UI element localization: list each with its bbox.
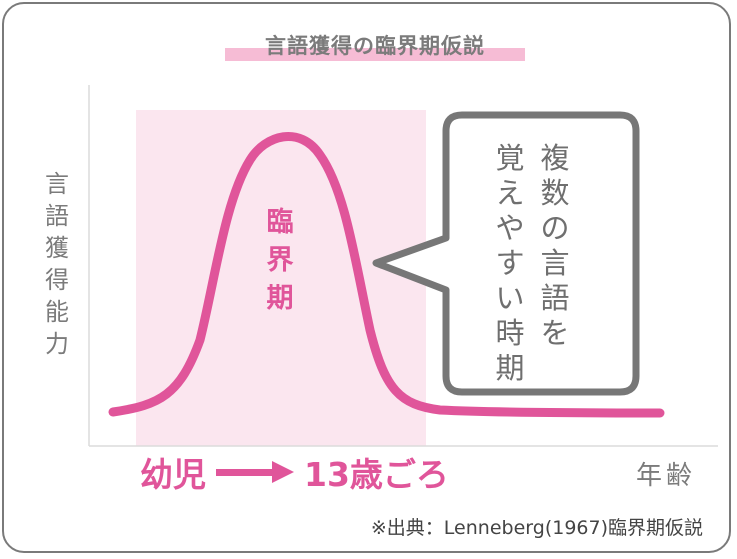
range-end-label: 13歳ごろ — [304, 455, 449, 494]
bubble-text-line-2: 覚えやすい時期 — [495, 141, 525, 385]
speech-bubble — [372, 111, 640, 396]
title-highlight — [225, 48, 525, 61]
critical-period-label: 臨界期 — [266, 207, 294, 314]
diagram-title: 言語獲得の臨界期仮説 — [265, 34, 485, 58]
source-citation: ※出典：Lenneberg(1967)臨界期仮説 — [370, 517, 703, 539]
critical-period-shade — [136, 110, 426, 446]
arrow-right-icon — [216, 455, 294, 489]
title-block: 言語獲得の臨界期仮説 — [225, 28, 525, 64]
critical-period-range: 幼児 13歳ごろ — [140, 450, 449, 494]
y-axis-label: 言語獲得能力 — [45, 170, 69, 358]
ability-curve — [108, 132, 665, 418]
bubble-text-line-1: 複数の言語を — [540, 141, 570, 350]
range-start-label: 幼児 — [140, 455, 206, 494]
x-axis-label: 年齢 — [636, 461, 697, 491]
